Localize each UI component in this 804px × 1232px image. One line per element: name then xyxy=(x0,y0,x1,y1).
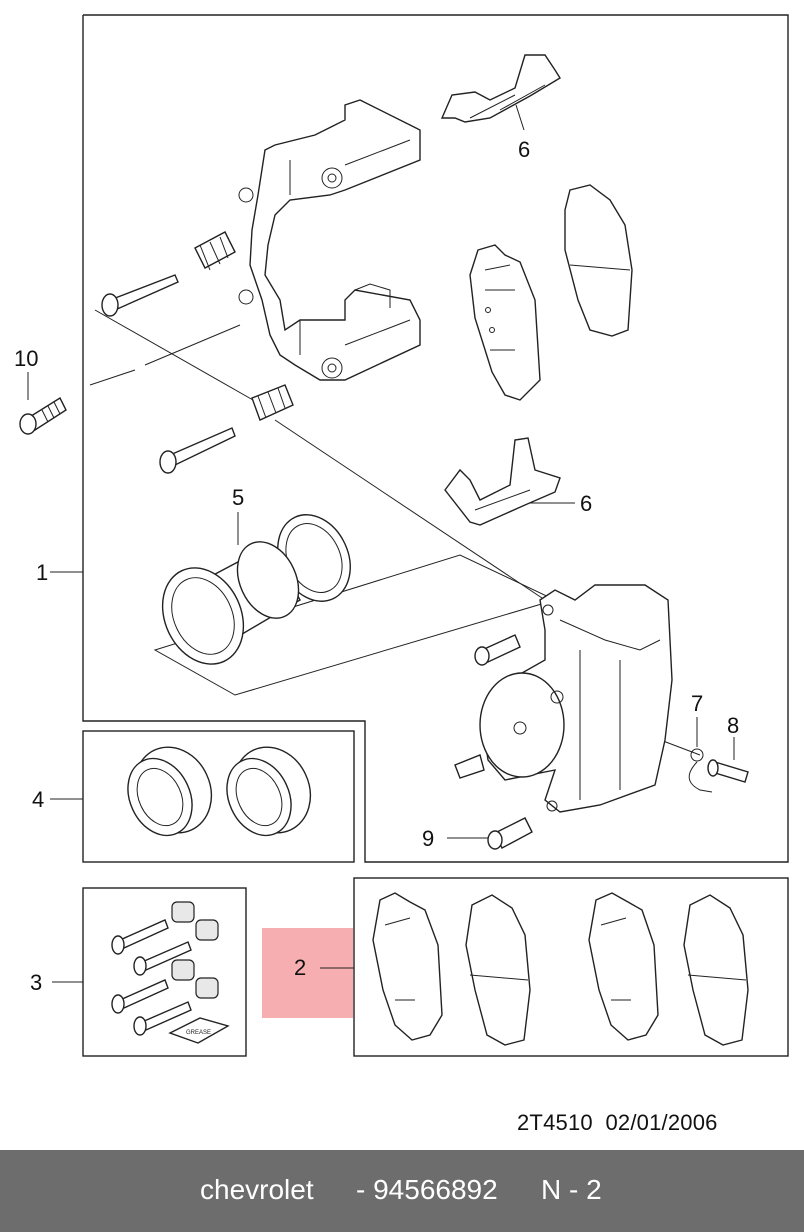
callout-1: 1 xyxy=(36,560,48,585)
callout-7: 7 xyxy=(691,691,703,716)
caliper-bracket xyxy=(238,99,421,381)
bleeder-parts xyxy=(688,748,749,793)
upper-brake-pads xyxy=(469,184,633,401)
footer-part-number: - 94566892 xyxy=(356,1174,498,1205)
callouts: 1 2 3 4 5 6 6 7 8 9 10 xyxy=(14,137,739,995)
upper-guide-pin xyxy=(101,231,236,317)
callout-9: 9 xyxy=(422,826,434,851)
caliper-bolts xyxy=(454,634,533,850)
leader-lines xyxy=(27,104,735,983)
diagram-code: 2T4510 xyxy=(517,1110,593,1135)
piston-and-seal xyxy=(153,514,557,696)
brake-caliper-exploded-diagram: GREASE 1 2 3 4 5 6 6 7 8 9 10 xyxy=(14,14,789,1057)
callout-2: 2 xyxy=(294,955,306,980)
callout-3: 3 xyxy=(30,970,42,995)
grease-label: GREASE xyxy=(186,1030,211,1036)
frames xyxy=(82,14,789,1057)
anti-rattle-clip-top xyxy=(440,54,561,123)
anti-rattle-clip-bottom xyxy=(444,437,561,526)
callout-10: 10 xyxy=(14,346,38,371)
caliper-housing xyxy=(479,584,673,813)
footer-bar: chevrolet - 94566892 N - 2 xyxy=(0,1150,804,1232)
seal-kit xyxy=(127,746,312,837)
callout-6-bottom: 6 xyxy=(580,491,592,516)
callout-5: 5 xyxy=(232,485,244,510)
diagram-date: 02/01/2006 xyxy=(605,1110,718,1135)
callout-4: 4 xyxy=(32,787,44,812)
brake-pad-set xyxy=(372,892,749,1046)
callout-8: 8 xyxy=(727,713,739,738)
item-2-highlight xyxy=(262,928,353,1018)
footer-position: N - 2 xyxy=(541,1174,602,1205)
diagram-reference: 2T4510 02/01/2006 xyxy=(517,1110,718,1136)
bolt-10 xyxy=(19,396,67,435)
guide-pin-kit: GREASE xyxy=(111,901,230,1044)
callout-6-top: 6 xyxy=(518,137,530,162)
lower-guide-pin xyxy=(159,384,294,474)
footer-brand: chevrolet xyxy=(200,1174,314,1205)
